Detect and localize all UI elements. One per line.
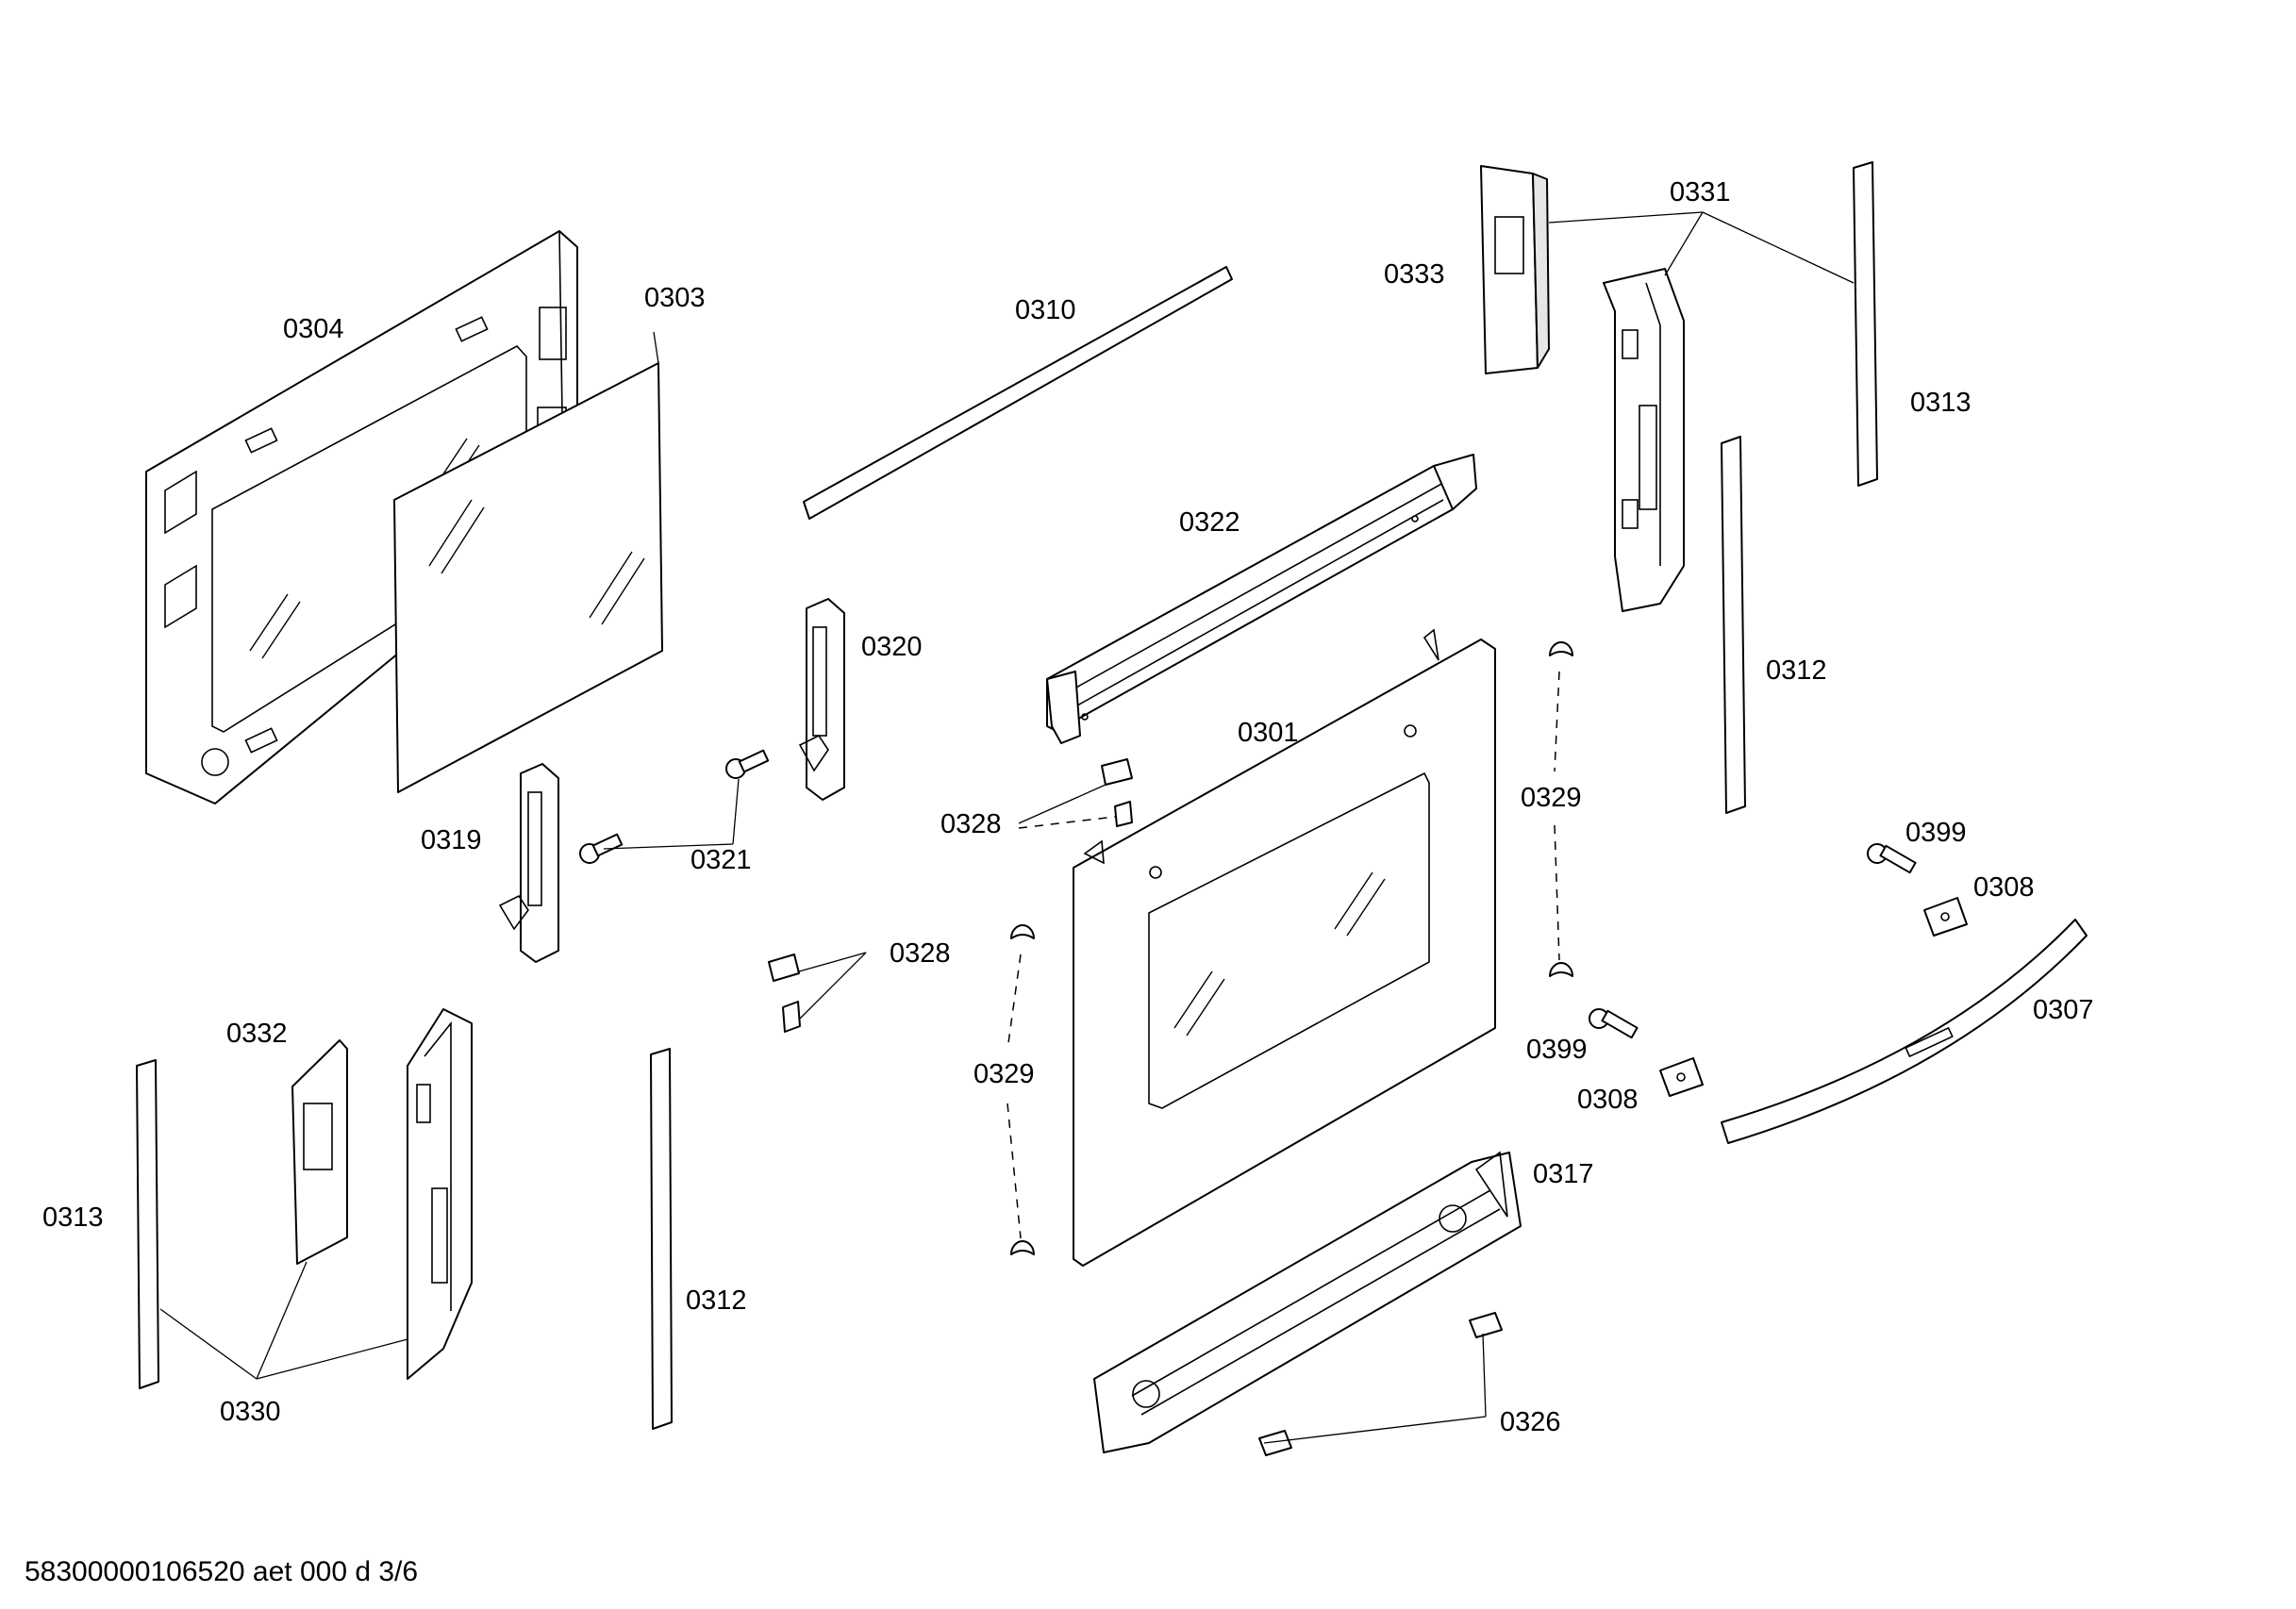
- part-0310-top-rod[interactable]: [803, 266, 1233, 520]
- part-0303-glass-pane[interactable]: [393, 362, 663, 793]
- label-0312-left: 0312: [686, 1286, 747, 1316]
- part-0330-side-bracket[interactable]: [407, 1008, 473, 1380]
- part-0329-cap-right-lower[interactable]: [1549, 962, 1573, 977]
- part-0329-cap-right-upper[interactable]: [1549, 641, 1573, 656]
- label-0304: 0304: [283, 314, 344, 344]
- label-0319: 0319: [421, 825, 482, 855]
- part-0328-clip-upper-b[interactable]: [1114, 801, 1133, 827]
- part-0312-rod-right[interactable]: [1721, 436, 1746, 814]
- label-0326: 0326: [1500, 1407, 1561, 1437]
- part-0328-clip-upper-a[interactable]: [1101, 758, 1133, 786]
- part-0328-clip-lower-a[interactable]: [768, 954, 800, 982]
- part-0301-inner-door[interactable]: [1073, 628, 1496, 1267]
- label-0333: 0333: [1384, 259, 1445, 290]
- part-0332-side-cover[interactable]: [291, 1039, 348, 1265]
- part-0313-rod-right[interactable]: [1853, 161, 1878, 487]
- part-0326-clip-lower[interactable]: [1258, 1430, 1292, 1456]
- label-0307: 0307: [2033, 995, 2094, 1025]
- label-0331: 0331: [1670, 177, 1731, 207]
- part-0329-cap-left-lower[interactable]: [1010, 1240, 1035, 1255]
- part-0399-screw-lower[interactable]: [1589, 1008, 1639, 1039]
- label-0332: 0332: [226, 1019, 288, 1049]
- label-0322: 0322: [1179, 507, 1240, 538]
- label-0321: 0321: [690, 845, 752, 875]
- part-0321-screw-lower[interactable]: [579, 833, 624, 864]
- part-0313-rod-left[interactable]: [136, 1059, 159, 1389]
- part-0317-bottom-profile[interactable]: [1093, 1151, 1522, 1453]
- label-0313-left: 0313: [42, 1203, 104, 1233]
- label-0313-right: 0313: [1910, 388, 1972, 418]
- label-0399-upper: 0399: [1905, 818, 1967, 848]
- part-0308-nut-upper[interactable]: [1923, 897, 1968, 937]
- part-0326-clip-upper[interactable]: [1469, 1312, 1503, 1338]
- part-0308-nut-lower[interactable]: [1659, 1057, 1704, 1097]
- label-0308-lower: 0308: [1577, 1085, 1639, 1115]
- label-0329-left: 0329: [973, 1059, 1035, 1089]
- label-0312-right: 0312: [1766, 655, 1827, 686]
- label-0328-lower: 0328: [890, 938, 951, 969]
- label-0301: 0301: [1238, 718, 1299, 748]
- part-labels: 0304 0303 0310 0322 0333 0331 0313 0312 …: [42, 177, 2094, 1437]
- label-0310: 0310: [1015, 295, 1076, 325]
- label-0308-upper: 0308: [1973, 872, 2035, 903]
- label-0317: 0317: [1533, 1159, 1594, 1189]
- label-0399-lower: 0399: [1526, 1035, 1588, 1065]
- part-0329-cap-left-upper[interactable]: [1010, 924, 1035, 939]
- part-0312-rod-left[interactable]: [650, 1048, 673, 1430]
- part-0321-screw-upper[interactable]: [725, 749, 770, 779]
- part-0399-screw-upper[interactable]: [1867, 843, 1917, 874]
- label-0329-right: 0329: [1521, 783, 1582, 813]
- part-0307-handle[interactable]: [1721, 919, 2088, 1144]
- part-0320-hinge[interactable]: [798, 598, 845, 801]
- drawing-reference-footer: 58300000106520 aet 000 d 3/6: [25, 1556, 419, 1587]
- part-0331-side-bracket[interactable]: [1603, 268, 1685, 612]
- part-0328-clip-lower-b[interactable]: [782, 1001, 801, 1033]
- part-0322-top-profile[interactable]: [1046, 454, 1477, 744]
- label-0330: 0330: [220, 1397, 281, 1427]
- part-0319-hinge[interactable]: [498, 763, 559, 963]
- leader-lines: [159, 211, 1855, 1444]
- label-0328-upper: 0328: [940, 809, 1002, 839]
- label-0303: 0303: [644, 283, 706, 313]
- part-0333-side-cover[interactable]: [1480, 165, 1550, 374]
- label-0320: 0320: [861, 632, 923, 662]
